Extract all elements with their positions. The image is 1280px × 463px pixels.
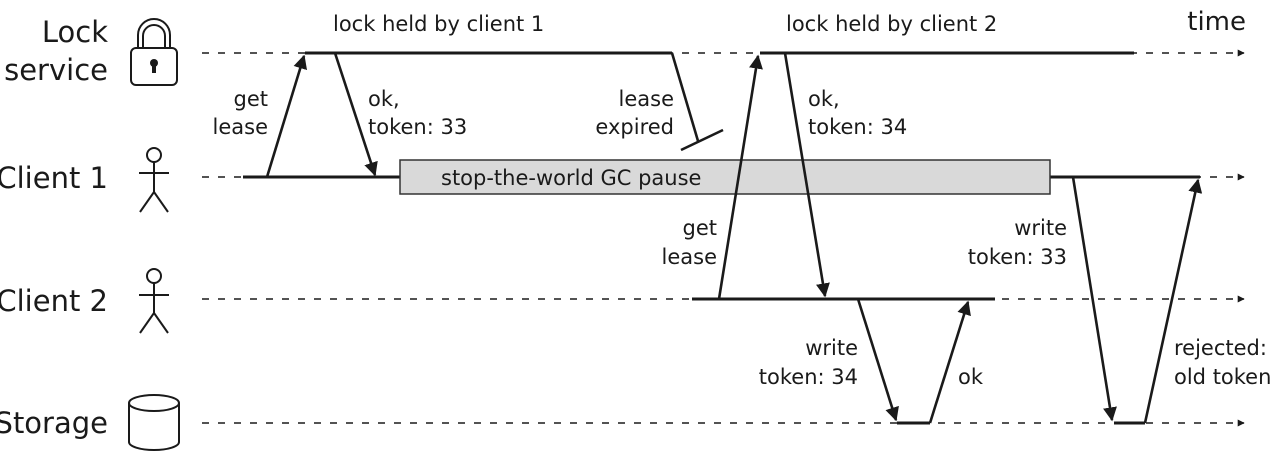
lane-label-lock-service-line1: Lock [42,15,108,49]
time-axis-label: time [1187,7,1246,37]
ok-token-34-line1: ok, [808,87,840,111]
lane-label-storage: Storage [0,406,108,440]
ok-token-34-line2: token: 34 [808,115,907,139]
lease-expired-line2: expired [595,115,674,139]
lane-label-lock-service-line2: service [4,53,108,87]
lease-expiry-line [670,52,700,142]
storage-ok-label: ok [958,365,984,389]
rejected-line1: rejected: [1174,336,1267,360]
lane-label-client-2: Client 2 [0,284,108,318]
arrow-client1-get-lease [265,54,308,178]
person-icon [139,268,169,334]
lock-held-by-client-2-label: lock held by client 2 [786,12,997,36]
gc-pause-label: stop-the-world GC pause [441,166,701,190]
lock-held-by-client-1-label: lock held by client 1 [333,12,544,36]
ok-token-33-line2: token: 33 [368,115,467,139]
arrow-ok-token-33 [333,52,378,177]
lane-label-client-1: Client 1 [0,161,108,195]
lease-expired-line1: lease [619,87,674,111]
arrow-storage-ok [928,300,971,424]
get-lease-1-line2: lease [213,115,268,139]
rejected-line2: old token [1174,365,1271,389]
get-lease-1-line1: get [234,87,268,111]
arrow-storage-rejected [1143,178,1203,424]
write-token-34-line2: token: 34 [759,365,858,389]
write-token-33-line1: write [1014,216,1067,240]
lease-expired-cross-mark [680,128,724,152]
database-cylinder-icon [128,394,180,451]
get-lease-2-line2: lease [662,245,717,269]
person-icon [139,147,169,213]
padlock-icon [130,18,178,86]
get-lease-2-line1: get [683,216,717,240]
write-token-34-line1: write [805,336,858,360]
arrow-client2-get-lease [717,54,763,300]
write-token-33-line2: token: 33 [968,245,1067,269]
arrow-ok-token-34 [783,52,830,298]
arrow-client1-write-token-33 [1071,176,1117,422]
ok-token-33-line1: ok, [368,87,400,111]
gc-pause-box [399,159,1051,195]
arrow-client2-write-token-34 [856,298,899,422]
